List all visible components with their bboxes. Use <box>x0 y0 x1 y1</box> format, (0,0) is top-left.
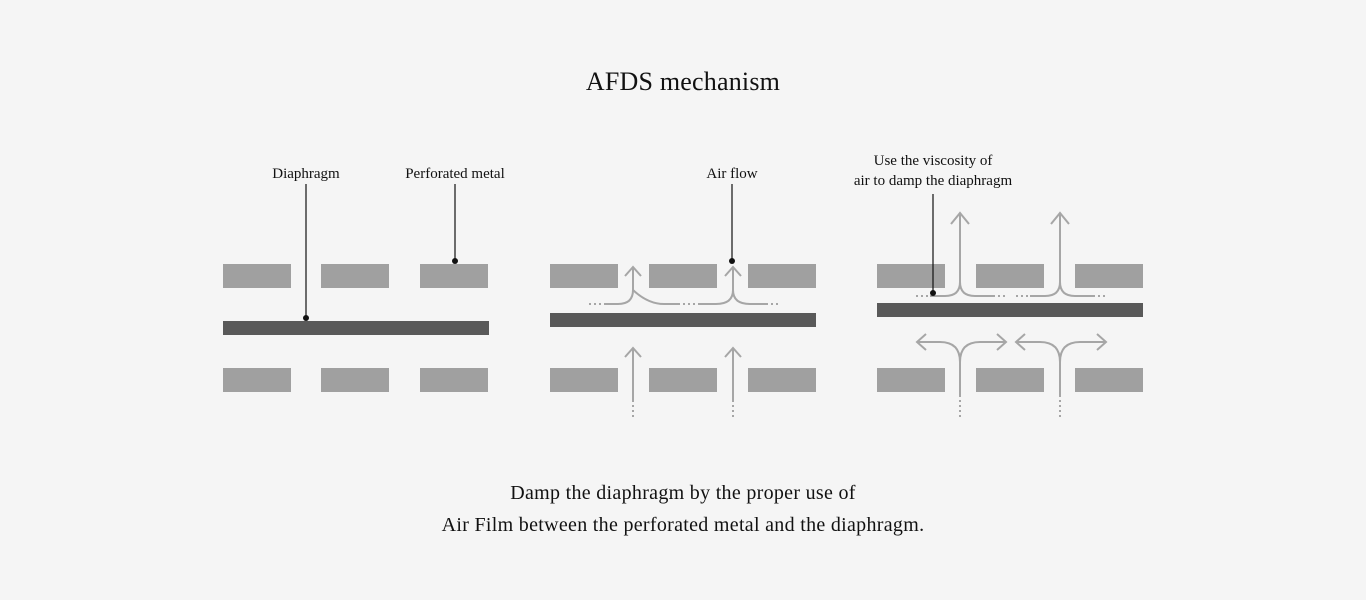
leader-dot-air-flow <box>729 258 735 264</box>
metal-segment <box>420 264 488 288</box>
metal-segment <box>420 368 488 392</box>
metal-segment <box>550 264 618 288</box>
incoming-air-arrow <box>624 346 642 418</box>
metal-segment <box>976 264 1044 288</box>
metal-segment <box>976 368 1044 392</box>
label-diaphragm: Diaphragm <box>272 166 340 182</box>
diaphragm <box>877 303 1143 317</box>
perforated-metal-bottom <box>877 368 1143 392</box>
metal-segment <box>550 368 618 392</box>
perforated-metal-top <box>550 264 816 288</box>
panel-viscous-damping: Use the viscosity of air to damp the dia… <box>854 153 1143 418</box>
metal-segment <box>748 264 816 288</box>
metal-segment <box>877 368 945 392</box>
caption-line-1: Damp the diaphragm by the proper use of <box>510 482 856 504</box>
metal-segment <box>649 264 717 288</box>
metal-segment <box>748 368 816 392</box>
label-viscosity-line1: Use the viscosity of <box>874 153 993 169</box>
metal-segment <box>223 264 291 288</box>
metal-segment <box>321 368 389 392</box>
metal-segment <box>1075 264 1143 288</box>
leader-dot-perforated-metal <box>452 258 458 264</box>
diaphragm <box>223 321 489 335</box>
page-title: AFDS mechanism <box>585 67 781 96</box>
metal-segment <box>223 368 291 392</box>
split-air-arrow <box>1014 333 1108 418</box>
rising-air-arrow <box>1016 211 1105 297</box>
caption: Damp the diaphragm by the proper use of … <box>0 478 1366 542</box>
diaphragm <box>550 313 816 327</box>
label-air-flow: Air flow <box>706 166 757 182</box>
perforated-metal-top <box>223 264 488 288</box>
perforated-metal-top <box>877 264 1143 288</box>
rising-air-arrow <box>916 211 1005 297</box>
incoming-air-arrow <box>724 346 742 418</box>
air-film-flow-arrow <box>688 265 778 305</box>
label-perforated-metal: Perforated metal <box>405 166 505 182</box>
caption-line-2: Air Film between the perforated metal an… <box>441 514 925 536</box>
label-viscosity-line2: air to damp the diaphragm <box>854 173 1013 189</box>
split-air-arrow <box>915 333 1008 418</box>
metal-segment <box>321 264 389 288</box>
metal-segment <box>1075 368 1143 392</box>
panel-air-flow: Air flow <box>550 166 816 418</box>
metal-segment <box>649 368 717 392</box>
leader-dot-diaphragm <box>303 315 309 321</box>
metal-segment <box>877 264 945 288</box>
panel-diaphragm-structure: Diaphragm Perforated metal <box>223 166 505 392</box>
perforated-metal-bottom <box>223 368 488 392</box>
perforated-metal-bottom <box>550 368 816 392</box>
leader-dot-viscosity <box>930 290 936 296</box>
